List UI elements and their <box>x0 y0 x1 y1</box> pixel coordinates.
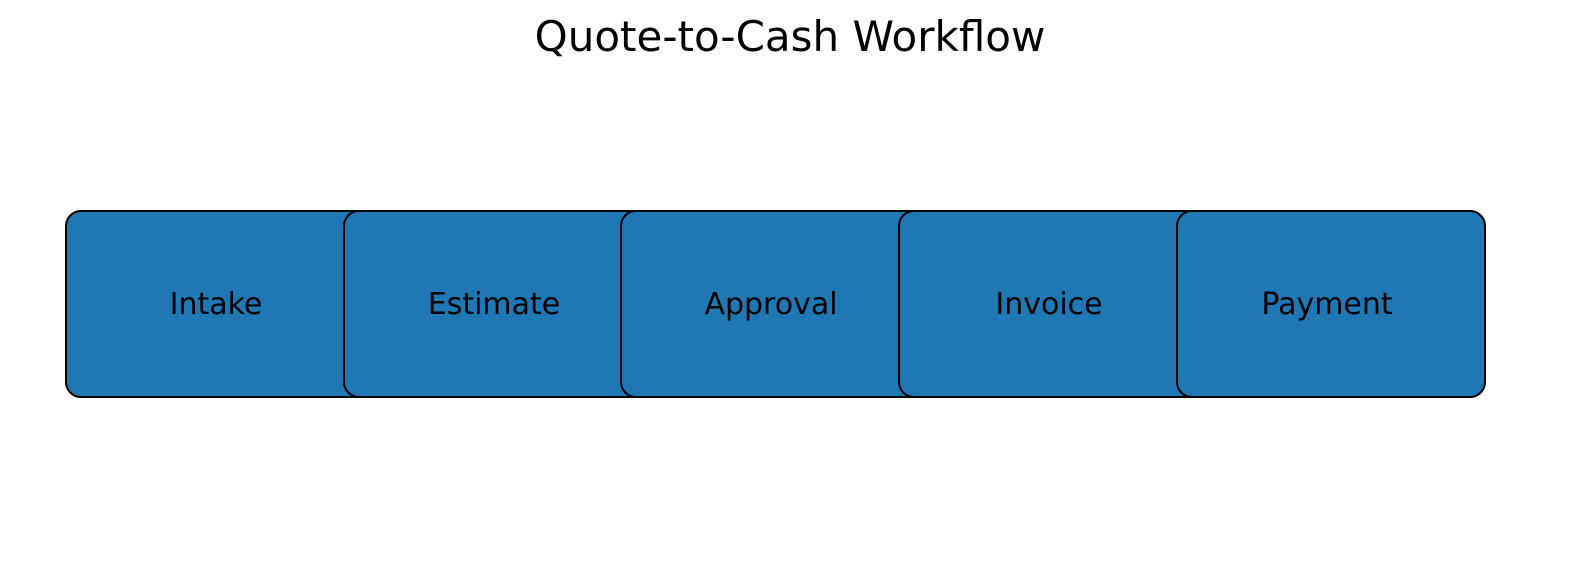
workflow-node-invoice: Invoice <box>898 210 1208 398</box>
node-label: Invoice <box>995 286 1103 322</box>
node-label: Estimate <box>427 286 561 322</box>
node-label: Intake <box>169 286 263 322</box>
diagram-title: Quote-to-Cash Workflow <box>534 12 1046 61</box>
workflow-node-approval: Approval <box>620 210 930 398</box>
workflow-node-intake: Intake <box>65 210 375 398</box>
node-label: Approval <box>704 286 838 322</box>
node-label: Payment <box>1261 286 1393 322</box>
workflow-node-estimate: Estimate <box>343 210 653 398</box>
workflow-node-payment: Payment <box>1176 210 1486 398</box>
